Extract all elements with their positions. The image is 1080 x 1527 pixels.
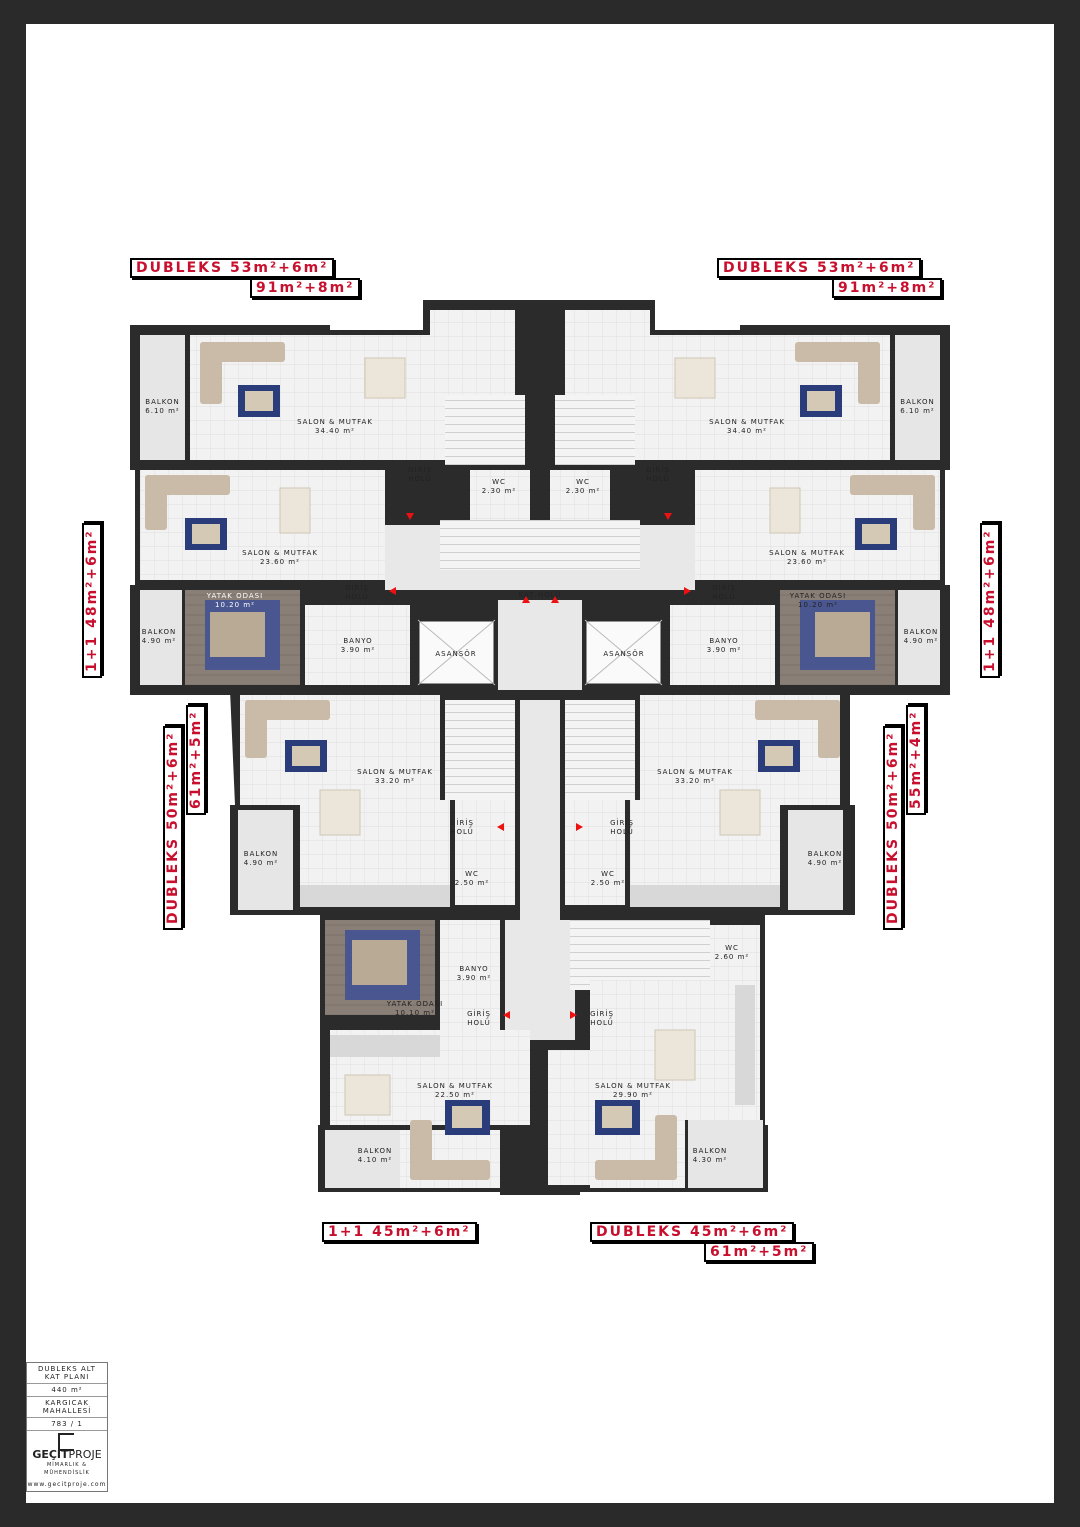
logo-mark-icon [58,1433,74,1451]
label-bottom-left: 1+1 45m²+6m² [322,1222,477,1242]
top-block [130,300,950,700]
company-url: www.gecitproje.com [27,1481,107,1488]
entry-arrows [389,513,691,1019]
label-bottom-right-area2: 61m²+5m² [704,1242,815,1262]
label-right-side: 1+1 48m²+6m² [980,523,1000,678]
label-top-left-area2: 91m²+8m² [250,278,361,298]
room-label: KAT HOLÜ [518,591,562,599]
room-label: ASANSÖR [435,650,477,658]
label-bottom-right-type: DUBLEKS 45m²+6m² [590,1222,795,1242]
middle-block [230,690,855,930]
label-mid-right-type: DUBLEKS 50m²+6m² [883,725,903,930]
title-block-parcel: 783 / 1 [27,1418,107,1431]
title-block-area: 440 m² [27,1384,107,1397]
company-logo: GEÇİTPROJE [27,1431,107,1461]
bottom-block [318,915,768,1195]
company-subtitle: MİMARLIK & MÜHENDİSLİK [44,1462,90,1476]
label-mid-right-area2: 55m²+4m² [906,704,926,815]
label-top-left-type: DUBLEKS 53m²+6m² [130,258,335,278]
label-top-right-type: DUBLEKS 53m²+6m² [717,258,922,278]
label-top-right-area2: 91m²+8m² [832,278,943,298]
label-mid-left-type: DUBLEKS 50m²+6m² [163,725,183,930]
label-mid-left-area2: 61m²+5m² [186,704,206,815]
room-label: ASANSÖR [603,650,645,658]
label-left-side: 1+1 48m²+6m² [82,523,102,678]
